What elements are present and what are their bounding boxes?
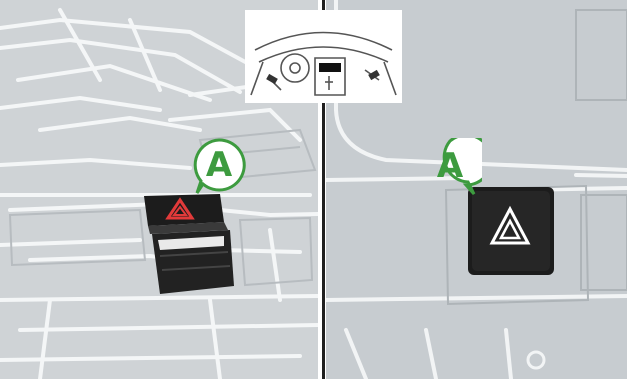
callout-badge-left	[191, 137, 251, 197]
callout-badge-right	[422, 138, 482, 198]
callout-a-left: A	[191, 137, 251, 197]
hazard-switch-lever[interactable]	[140, 190, 240, 300]
callout-a-right: A	[422, 138, 482, 198]
car-dashboard-locator-icon	[245, 10, 402, 103]
hazard-switch-button[interactable]	[466, 185, 558, 279]
dashboard-locator-inset	[245, 10, 402, 103]
